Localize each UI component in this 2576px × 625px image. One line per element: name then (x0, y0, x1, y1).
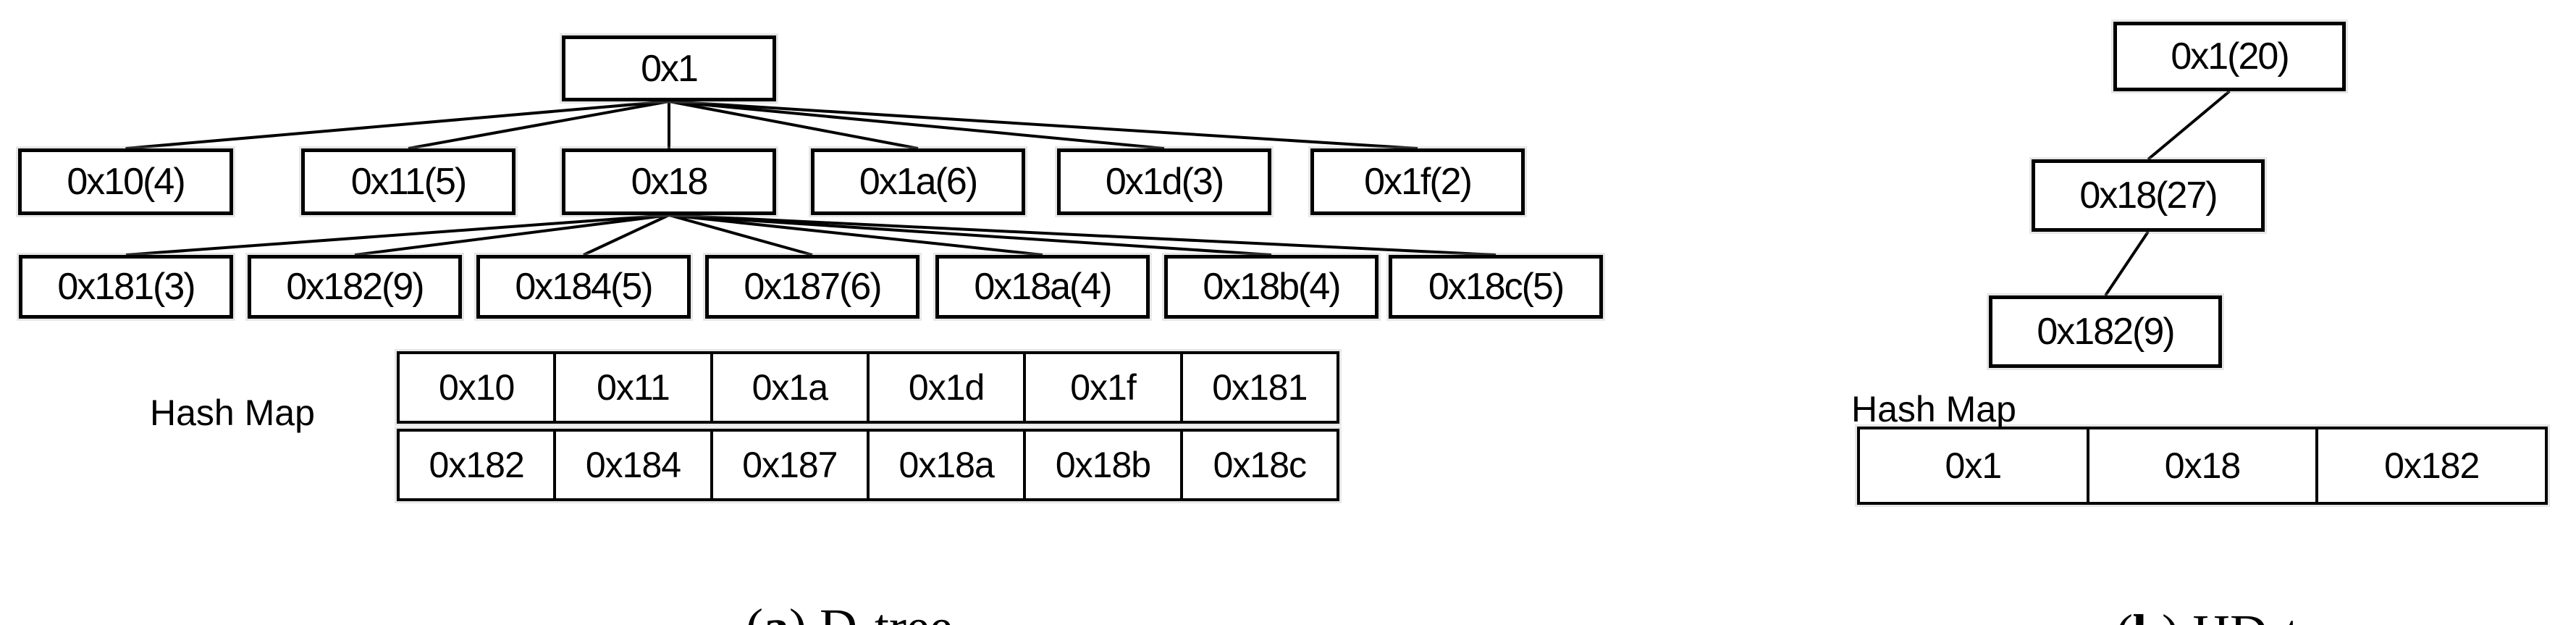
tree-node-0x181(3): 0x181(3) (19, 255, 233, 319)
tree-node-0x1: 0x1 (562, 35, 776, 101)
tree-node-0x1d(3): 0x1d(3) (1057, 148, 1271, 215)
tree-edge-0x18-0x182(9) (354, 214, 670, 256)
tree-edge-0x18-0x184(5) (583, 214, 670, 256)
tree-edge-0x1-0x11(5) (408, 100, 670, 150)
caption-a-open-paren: ( (746, 598, 763, 625)
tree-edge-0x18-0x18b(4) (668, 214, 1272, 256)
hash-map-cell-0x18: 0x18 (2086, 429, 2316, 502)
hash-map-cell-0x181: 0x181 (1179, 354, 1337, 421)
tree-edge-0x18-0x181(3) (125, 214, 670, 256)
tree-edge-0x1-0x1f(2) (668, 100, 1418, 150)
caption-a-close-paren: ) (789, 598, 807, 625)
hash-map-cell-0x18c: 0x18c (1179, 432, 1337, 498)
caption-b-open-paren: ( (2116, 604, 2133, 625)
tree-node-0x1a(6): 0x1a(6) (811, 148, 1025, 215)
tree-edge-0x1-0x1d(3) (668, 100, 1165, 150)
tree-node-0x1f(2): 0x1f(2) (1310, 148, 1525, 215)
tree-edge-0x18-0x187(6) (668, 214, 813, 256)
caption-a: (a) D-tree (694, 542, 953, 625)
hash-map-cell-0x182: 0x182 (429, 445, 525, 485)
tree-edge-0x1(20)-0x18(27) (2147, 90, 2231, 161)
caption-b-letter: b (2133, 604, 2162, 625)
tree-node-0x1(20): 0x1(20) (2113, 22, 2346, 91)
hash-map-cell-0x1a: 0x1a (710, 354, 867, 421)
hash-map-cell-0x18a: 0x18a (866, 432, 1023, 498)
hash-map-cell-0x11: 0x11 (553, 354, 710, 421)
hash-map-cell-0x10: 0x10 (438, 367, 515, 408)
tree-node-0x18b(4): 0x18b(4) (1164, 255, 1379, 319)
caption-a-title: D-tree (807, 598, 953, 625)
tree-node-0x187(6): 0x187(6) (705, 255, 919, 319)
caption-a-letter: a (763, 598, 789, 625)
hash-map-label-b: Hash Map (1851, 389, 2016, 429)
hash-map-cell-0x1f: 0x1f (1023, 354, 1179, 421)
hash-map-cell-0x1: 0x1 (1945, 445, 2003, 486)
tree-edge-0x18-0x18c(5) (668, 214, 1497, 256)
hash-map-cell-0x182: 0x182 (2315, 429, 2545, 502)
tree-edge-0x18(27)-0x182(9) (2104, 230, 2150, 297)
hash-map-cell-0x18b: 0x18b (1023, 432, 1179, 498)
caption-b-close-paren: ) (2162, 604, 2179, 625)
tree-node-0x18(27): 0x18(27) (2032, 159, 2265, 232)
caption-b-title: HD-tree (2179, 604, 2363, 625)
hash-map-cell-0x184: 0x184 (553, 432, 710, 498)
tree-node-0x10(4): 0x10(4) (18, 148, 233, 215)
caption-b: (b) HD-tree (2063, 548, 2363, 625)
tree-node-0x182(9): 0x182(9) (1989, 295, 2222, 368)
tree-node-0x18: 0x18 (562, 148, 776, 215)
hash-map-cell-0x1d: 0x1d (866, 354, 1023, 421)
tree-node-0x184(5): 0x184(5) (476, 255, 691, 319)
hash-map-cell-0x187: 0x187 (710, 432, 867, 498)
tree-node-0x11(5): 0x11(5) (301, 148, 515, 215)
tree-edge-0x1-0x10(4) (125, 100, 670, 150)
tree-node-0x182(9): 0x182(9) (248, 255, 462, 319)
hash-map-label-a: Hash Map (150, 393, 315, 433)
tree-node-0x18c(5): 0x18c(5) (1389, 255, 1603, 319)
tree-edge-0x18-0x18a(4) (668, 214, 1043, 256)
tree-edge-0x1-0x1a(6) (668, 100, 919, 150)
tree-node-0x18a(4): 0x18a(4) (935, 255, 1150, 319)
